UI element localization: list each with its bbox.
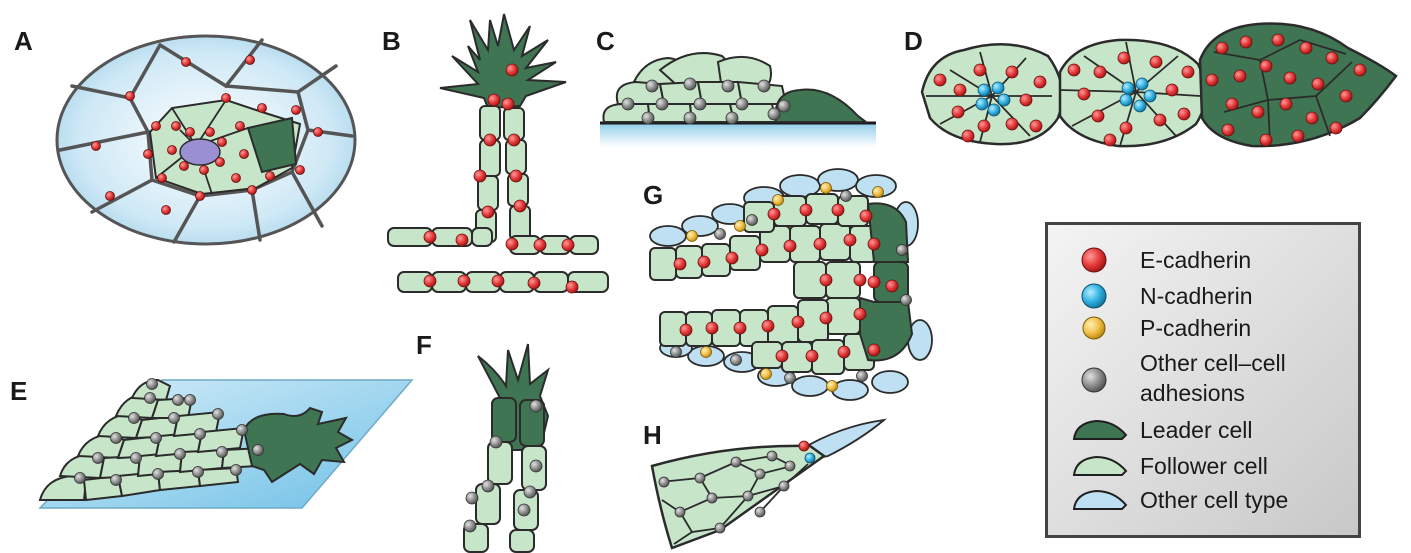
p-cadherin-dot-icon (1076, 313, 1112, 343)
e-cadherin-dot-icon (1076, 245, 1112, 275)
legend-item-follower-cell: Follower cell (1048, 451, 1358, 481)
n-cadherin-dot-icon (1076, 281, 1112, 311)
panel-label-c: C (596, 26, 615, 57)
legend-label: Other cell–cell (1140, 349, 1286, 377)
panel-label-b: B (382, 26, 401, 57)
panel-a-diagram (57, 36, 355, 244)
panel-f-diagram (464, 344, 548, 552)
panel-e-diagram (40, 379, 412, 509)
follower-cell-icon (1070, 451, 1130, 481)
panel-h-diagram (652, 420, 884, 548)
panel-b-diagram (388, 14, 608, 293)
legend-item-other-adhesions: Other cell–cell adhesions (1048, 349, 1358, 409)
legend-label: Follower cell (1140, 452, 1268, 480)
legend-label: Other cell type (1140, 486, 1288, 514)
panel-label-a: A (14, 26, 33, 57)
panel-label-f: F (416, 330, 432, 361)
panel-g-diagram (650, 169, 932, 400)
leader-cell-icon (1070, 415, 1130, 445)
panel-label-d: D (904, 26, 923, 57)
panel-d-diagram (922, 24, 1396, 147)
panel-label-g: G (643, 180, 663, 211)
legend-box: E-cadherin N-cadherin P-cadherin Other c… (1045, 222, 1361, 538)
legend-item-other-cell-type: Other cell type (1048, 485, 1358, 515)
legend-label: E-cadherin (1140, 246, 1251, 274)
other-adhesion-dot-icon (1076, 365, 1112, 395)
legend-item-p-cadherin: P-cadherin (1048, 313, 1358, 343)
legend-label: Leader cell (1140, 416, 1253, 444)
legend-item-n-cadherin: N-cadherin (1048, 281, 1358, 311)
other-cell-type-icon (1070, 485, 1130, 515)
legend-label-continued: adhesions (1140, 379, 1245, 407)
legend-item-e-cadherin: E-cadherin (1048, 245, 1358, 275)
legend-label: N-cadherin (1140, 282, 1253, 310)
panel-c-diagram (600, 53, 876, 147)
legend-label: P-cadherin (1140, 314, 1251, 342)
panel-label-h: H (643, 420, 662, 451)
panel-label-e: E (10, 376, 27, 407)
legend-item-leader-cell: Leader cell (1048, 415, 1358, 445)
